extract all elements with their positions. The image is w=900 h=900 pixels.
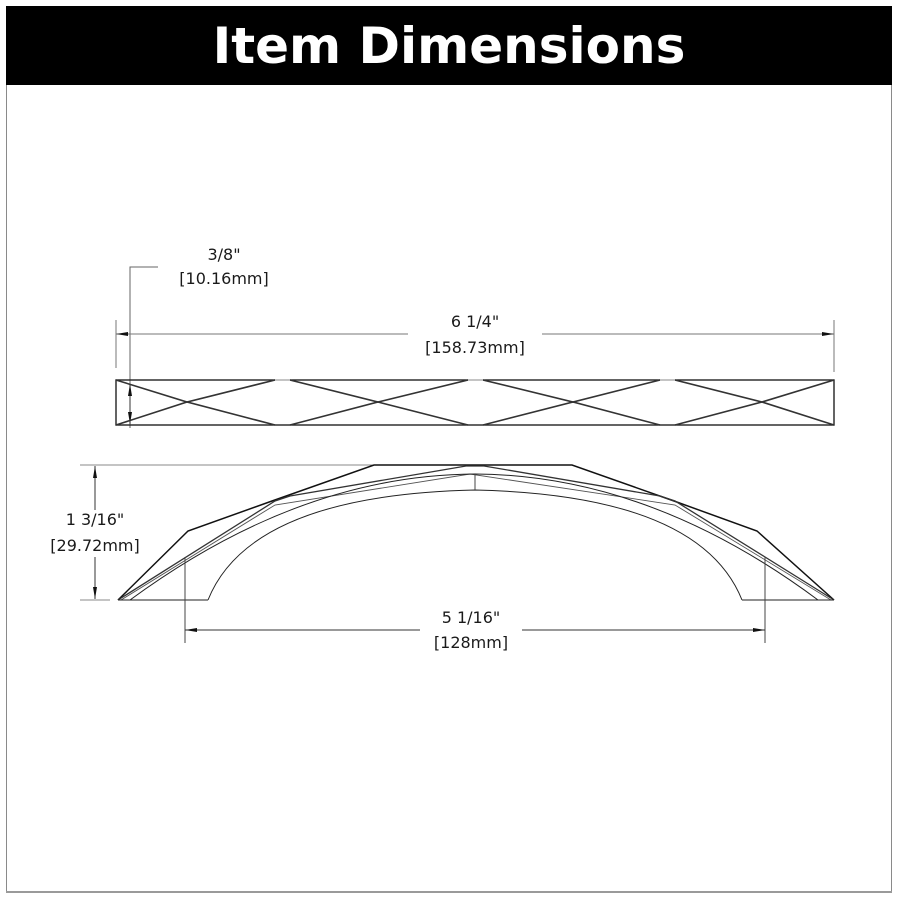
header-bar: Item Dimensions: [6, 6, 892, 85]
top-view: 3/8" [10.16mm] 6 1/4" [158.73mm]: [115, 245, 835, 428]
drawing-frame: [6, 6, 892, 893]
diamond-pattern: [115, 379, 835, 426]
thickness-imperial-label: 3/8": [207, 245, 240, 264]
overall-length-metric-label: [158.73mm]: [425, 338, 525, 357]
handle-facet-line: [117, 465, 835, 601]
thickness-dimension: 3/8" [10.16mm]: [128, 245, 269, 428]
thickness-metric-label: [10.16mm]: [179, 269, 268, 288]
handle-outer-profile: [117, 464, 835, 601]
handle-underside-arch: [207, 489, 743, 601]
height-metric-label: [29.72mm]: [50, 536, 139, 555]
center-to-center-imperial-label: 5 1/16": [442, 608, 501, 627]
side-view: 1 3/16" [29.72mm] 5 1/16" [128mm]: [50, 464, 835, 652]
center-to-center-metric-label: [128mm]: [434, 633, 508, 652]
overall-length-imperial-label: 6 1/4": [451, 312, 499, 331]
center-to-center-dimension: 5 1/16" [128mm]: [184, 557, 766, 652]
height-dimension: 1 3/16" [29.72mm]: [50, 464, 374, 601]
handle-top-outline: [115, 379, 835, 426]
overall-length-dimension: 6 1/4" [158.73mm]: [115, 312, 835, 372]
handle-inner-upper-curve: [129, 473, 819, 601]
page-title: Item Dimensions: [212, 16, 686, 75]
height-imperial-label: 1 3/16": [66, 510, 125, 529]
